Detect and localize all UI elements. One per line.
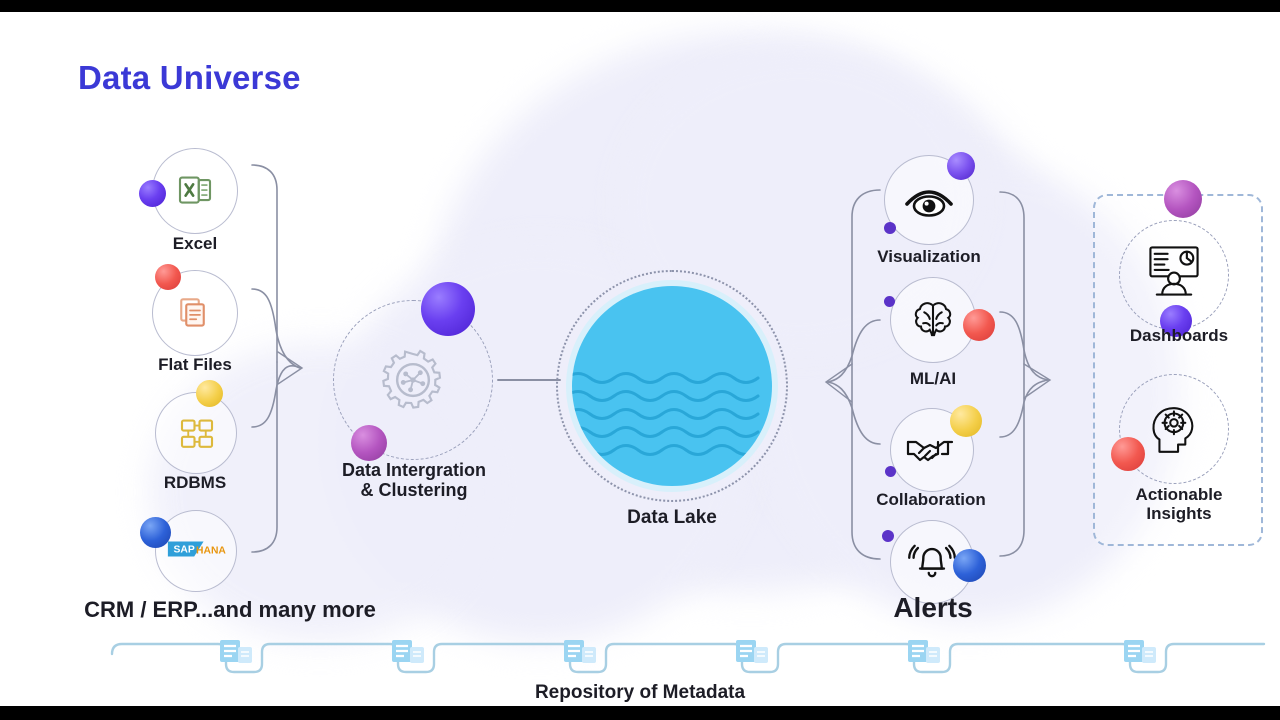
consumption-label-mlai: ML/AI — [909, 369, 957, 388]
accent-dot — [882, 530, 894, 542]
page-title: Data Universe — [78, 59, 301, 96]
source-label-rdbms: RDBMS — [163, 473, 227, 492]
accent-sphere — [1160, 305, 1192, 337]
node-ring-dashed — [333, 300, 493, 460]
accent-sphere — [950, 405, 982, 437]
outcome-label-actionable-insights: Actionable Insights — [1135, 485, 1223, 524]
sources-group-caption: CRM / ERP...and many more — [84, 597, 376, 622]
water-waves-icon — [572, 286, 772, 486]
accent-sphere — [140, 517, 171, 548]
metadata-label: Repository of Metadata — [534, 682, 746, 703]
database-server-icon — [1122, 637, 1162, 671]
eye-icon — [901, 176, 957, 224]
brain-icon — [908, 295, 958, 345]
accent-sphere — [953, 549, 986, 582]
connector-layer — [251, 164, 1052, 560]
data-lake-label: Data Lake — [627, 507, 717, 528]
database-server-icon — [734, 637, 774, 671]
consumption-label-visualization: Visualization — [877, 247, 981, 266]
head-gear-icon — [1146, 397, 1206, 459]
source-label-excel: Excel — [172, 234, 218, 253]
outcome-label-dashboards: Dashboards — [1129, 326, 1229, 345]
accent-sphere — [155, 264, 181, 290]
node-ring — [155, 392, 237, 474]
database-server-icon — [218, 637, 258, 671]
node-ring — [152, 148, 238, 234]
accent-sphere — [1111, 437, 1145, 471]
consumption-label-collaboration: Collaboration — [876, 490, 986, 509]
lake-dotted-ring — [556, 270, 788, 502]
accent-sphere — [947, 152, 975, 180]
accent-sphere — [421, 282, 475, 336]
accent-sphere — [351, 425, 387, 461]
accent-sphere — [139, 180, 166, 207]
accent-dot — [884, 222, 896, 234]
accent-sphere — [963, 309, 995, 341]
bell-icon — [906, 535, 958, 587]
database-tables-icon — [172, 408, 222, 458]
integration-label: Data Intergration & Clustering — [341, 460, 487, 501]
accent-sphere — [1164, 180, 1202, 218]
letterbox-top — [0, 0, 1280, 12]
svg-text:HANA: HANA — [196, 546, 226, 557]
sap-hana-logo-icon: SAP HANA — [166, 536, 228, 562]
database-server-icon — [562, 637, 602, 671]
handshake-icon — [904, 427, 960, 473]
slide-surface: Data Universe — [0, 12, 1280, 706]
svg-text:SAP: SAP — [174, 545, 195, 556]
letterbox-bottom — [0, 706, 1280, 720]
database-server-icon — [906, 637, 946, 671]
database-server-icon — [390, 637, 430, 671]
consumption-label-alerts: Alerts — [893, 592, 973, 623]
metadata-bar — [110, 642, 1266, 674]
source-label-flat-files: Flat Files — [158, 355, 232, 374]
accent-dot — [884, 296, 895, 307]
presentation-person-icon — [1143, 240, 1205, 302]
accent-dot — [885, 466, 896, 477]
node-ring-dashed — [1119, 374, 1229, 484]
excel-spreadsheet-icon — [170, 165, 220, 215]
stacked-documents-icon — [170, 288, 220, 338]
accent-sphere — [196, 380, 223, 407]
gear-network-icon — [373, 340, 453, 420]
